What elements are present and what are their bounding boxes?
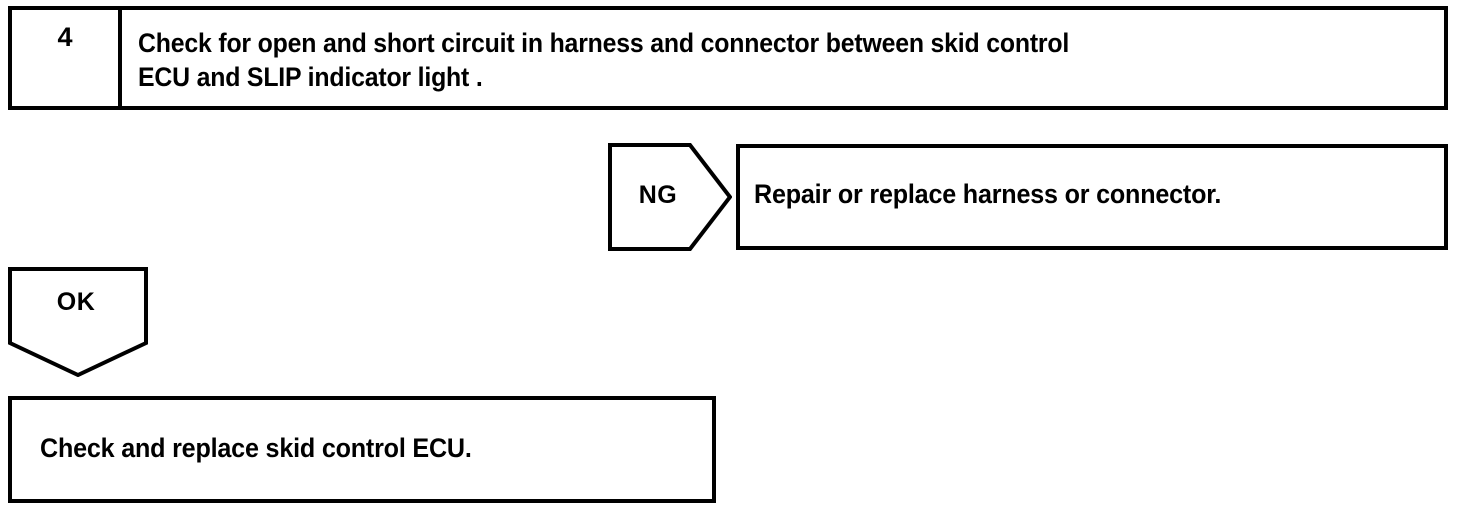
ok-branch-label: OK [56,288,96,316]
step-number: 4 [57,22,73,52]
ng-result-box: Repair or replace harness or connector. [736,144,1448,250]
ok-result-text: Check and replace skid control ECU. [40,433,472,463]
step-box: 4 Check for open and short circuit in ha… [8,6,1448,110]
ng-branch-arrow [608,143,732,251]
step-instruction-text: Check for open and short circuit in harn… [138,28,1070,92]
ok-result-box: Check and replace skid control ECU. [8,396,716,503]
ng-result-text: Repair or replace harness or connector. [754,179,1222,209]
ok-arrow-shape [8,267,148,377]
ng-branch-label: NG [638,181,678,209]
ng-arrow-shape [608,143,732,251]
ok-branch-arrow [8,267,148,377]
step-number-cell: 4 [12,10,122,106]
